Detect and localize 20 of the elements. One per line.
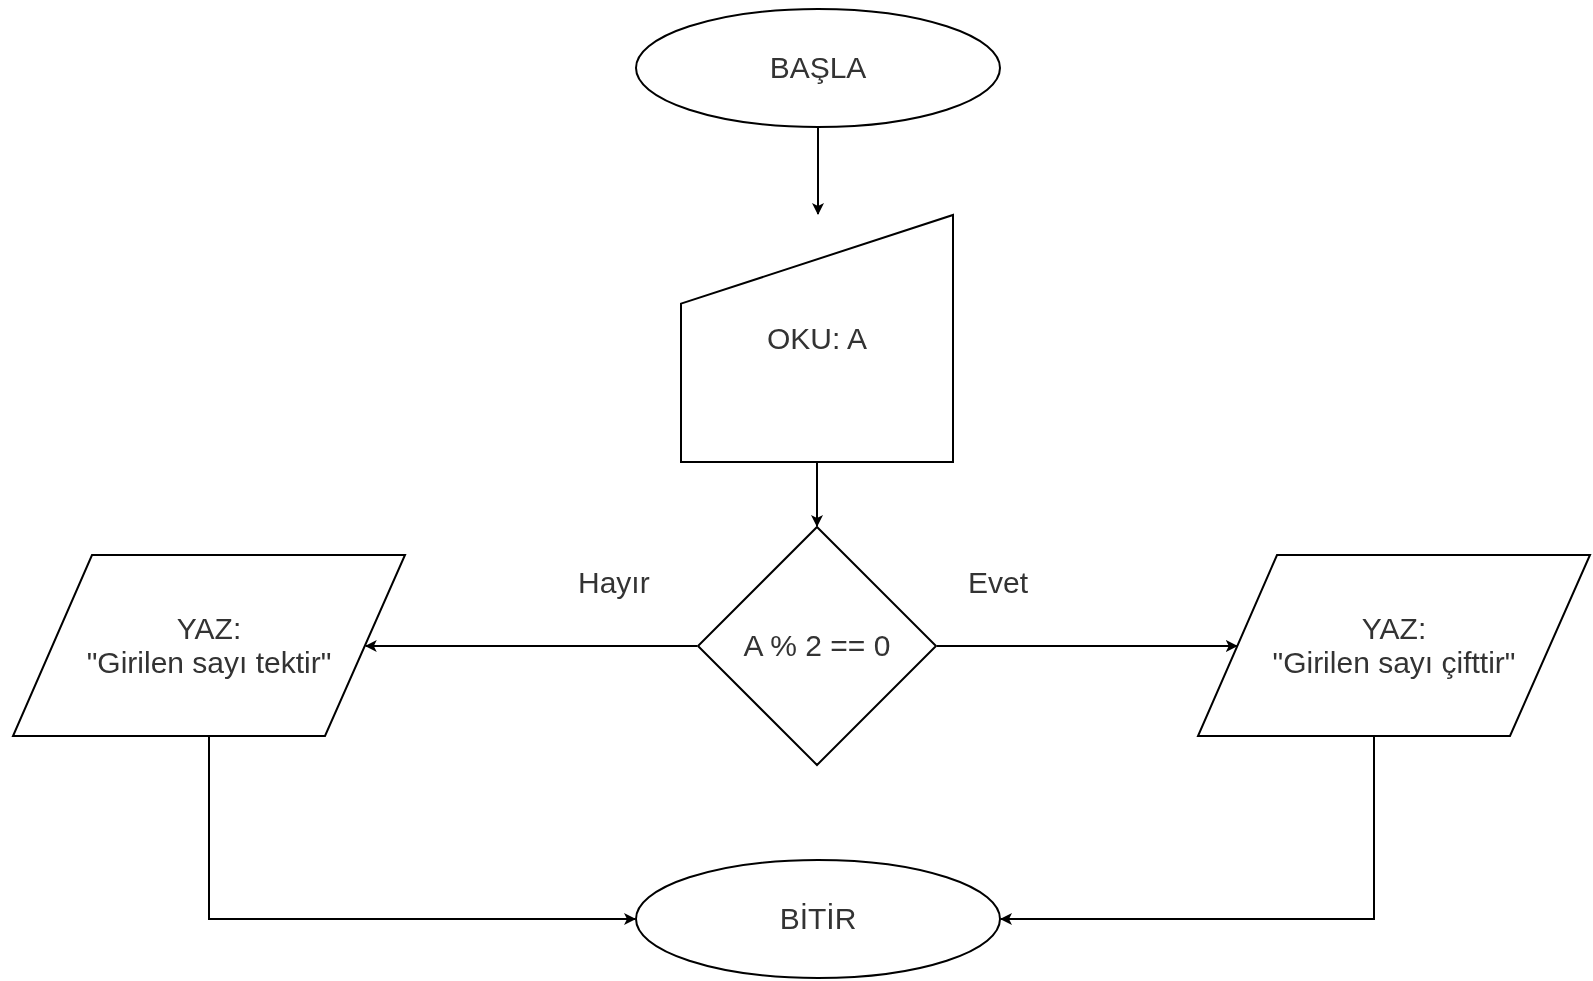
condition-text: A % 2 == 0 [743,629,891,663]
end-ellipse [635,859,1001,979]
arrow [1000,736,1375,925]
output-parallelogram [12,554,406,737]
arrow [364,640,698,652]
arrow [936,640,1238,652]
output-text: YAZ: [1361,611,1427,646]
input-text: OKU: A [766,321,867,356]
output-parallelogram [1197,554,1591,737]
manual-input-shape [680,214,954,463]
start-ellipse [635,8,1001,128]
terminal-text: BAŞLA [769,51,867,85]
arrow [812,127,824,215]
arrow [811,462,823,527]
decision-diamond [697,526,937,766]
output-text: "Girilen sayı tektir" [86,645,332,680]
output-text: "Girilen sayı çifttir" [1272,645,1516,680]
arrow [208,736,636,925]
terminal-text: BİTİR [779,902,857,936]
output-text: YAZ: [176,611,242,646]
